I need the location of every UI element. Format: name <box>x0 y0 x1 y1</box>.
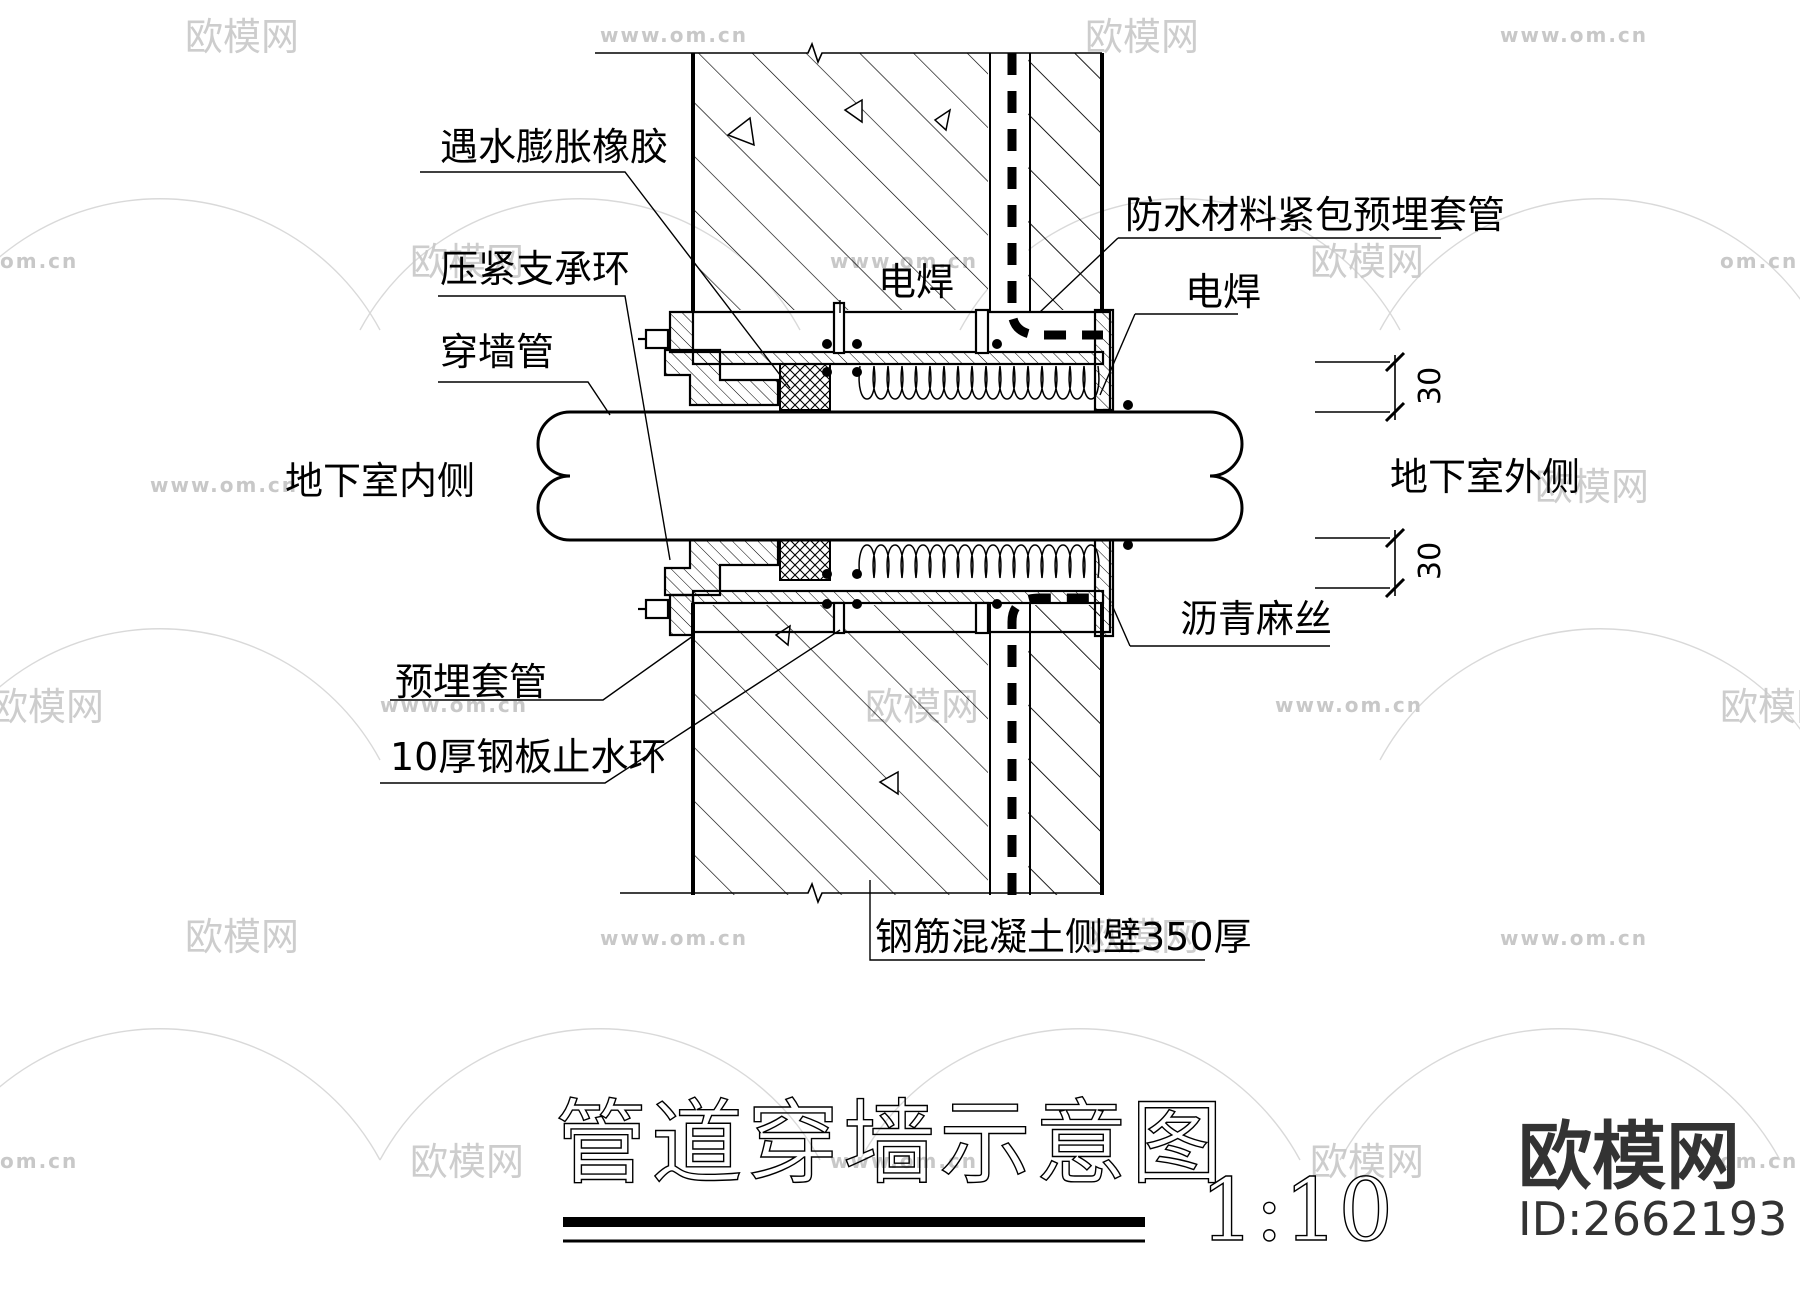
watermark-url: www.om.cn <box>600 926 748 950</box>
watermark-brand: 欧模网 <box>410 240 524 284</box>
title-block: 管道穿墙示意图 1:10 <box>554 1089 1394 1261</box>
watermark-brand: 欧模网 <box>1085 915 1199 959</box>
weld-dots <box>822 339 1133 609</box>
label-inner-side: 地下室内侧 <box>285 459 475 503</box>
watermark-brand: 欧模网 <box>1720 685 1800 729</box>
watermark-url: www.om.cn <box>600 23 748 47</box>
dimension-top: 30 <box>1413 367 1448 405</box>
watermark-brand: 欧模网 <box>1310 1140 1424 1184</box>
watermark-url: om.cn <box>0 1149 78 1173</box>
watermark-url: om.cn <box>1720 1149 1798 1173</box>
dimension-bottom: 30 <box>1413 542 1448 580</box>
watermark-url: om.cn <box>1720 249 1798 273</box>
press-ring <box>638 310 780 637</box>
label-weld-left: 电焊 <box>878 260 954 304</box>
watermark-brand: 欧模网 <box>1085 15 1199 59</box>
label-swell-rubber: 遇水膨胀橡胶 <box>440 125 668 169</box>
diagram-title: 管道穿墙示意图 <box>555 1090 1227 1197</box>
label-steel-ring: 10厚钢板止水环 <box>390 735 666 779</box>
watermark-brand: 欧模网 <box>0 685 104 729</box>
concrete-wall <box>595 41 1104 905</box>
label-rc-wall: 钢筋混凝土侧壁350厚 <box>875 915 1252 959</box>
watermark-url: www.om.cn <box>1275 693 1423 717</box>
asphalt-hemp-coils <box>858 365 1100 579</box>
leader-lines <box>380 171 1441 961</box>
diagram-scale: 1:10 <box>1200 1161 1393 1261</box>
watermark-brand: 欧模网 <box>185 915 299 959</box>
hemp-coil-row <box>858 365 1100 400</box>
watermark-url: www.om.cn <box>830 1149 978 1173</box>
watermark-brand: 欧模网 <box>1535 465 1649 509</box>
label-asphalt-hemp: 沥青麻丝 <box>1180 597 1332 641</box>
label-embedded-sleeve: 预埋套管 <box>395 660 547 704</box>
label-press-ring: 压紧支承环 <box>440 247 630 291</box>
watermark-brand: 欧模网 <box>185 15 299 59</box>
brand-id: ID:2662193 <box>1518 1192 1787 1246</box>
brand-name: 欧模网 <box>1518 1114 1740 1200</box>
brand-logo: 欧模网 ID:2662193 <box>1518 1114 1787 1246</box>
label-outer-side: 地下室外侧 <box>1390 455 1580 499</box>
watermark-url: www.om.cn <box>150 473 298 497</box>
label-waterproof-wrap: 防水材料紧包预埋套管 <box>1125 193 1505 237</box>
dimension-marks <box>1315 351 1406 599</box>
label-wall-pipe: 穿墙管 <box>440 330 554 374</box>
watermark-url: www.om.cn <box>1500 926 1648 950</box>
watermark-arcs <box>0 198 1800 1161</box>
watermark-brand: 欧模网 <box>410 1140 524 1184</box>
annotations: 遇水膨胀橡胶 防水材料紧包预埋套管 压紧支承环 电焊 电焊 穿墙管 地下室内侧 … <box>285 125 1580 959</box>
watermark-brand: 欧模网 <box>1310 240 1424 284</box>
label-weld-right: 电焊 <box>1185 270 1261 314</box>
watermark-url: www.om.cn <box>1500 23 1648 47</box>
watermark-url: om.cn <box>0 249 78 273</box>
hemp-coil-row <box>858 544 1100 579</box>
watermark-url: www.om.cn <box>380 693 528 717</box>
wall-pipe <box>536 410 1244 542</box>
